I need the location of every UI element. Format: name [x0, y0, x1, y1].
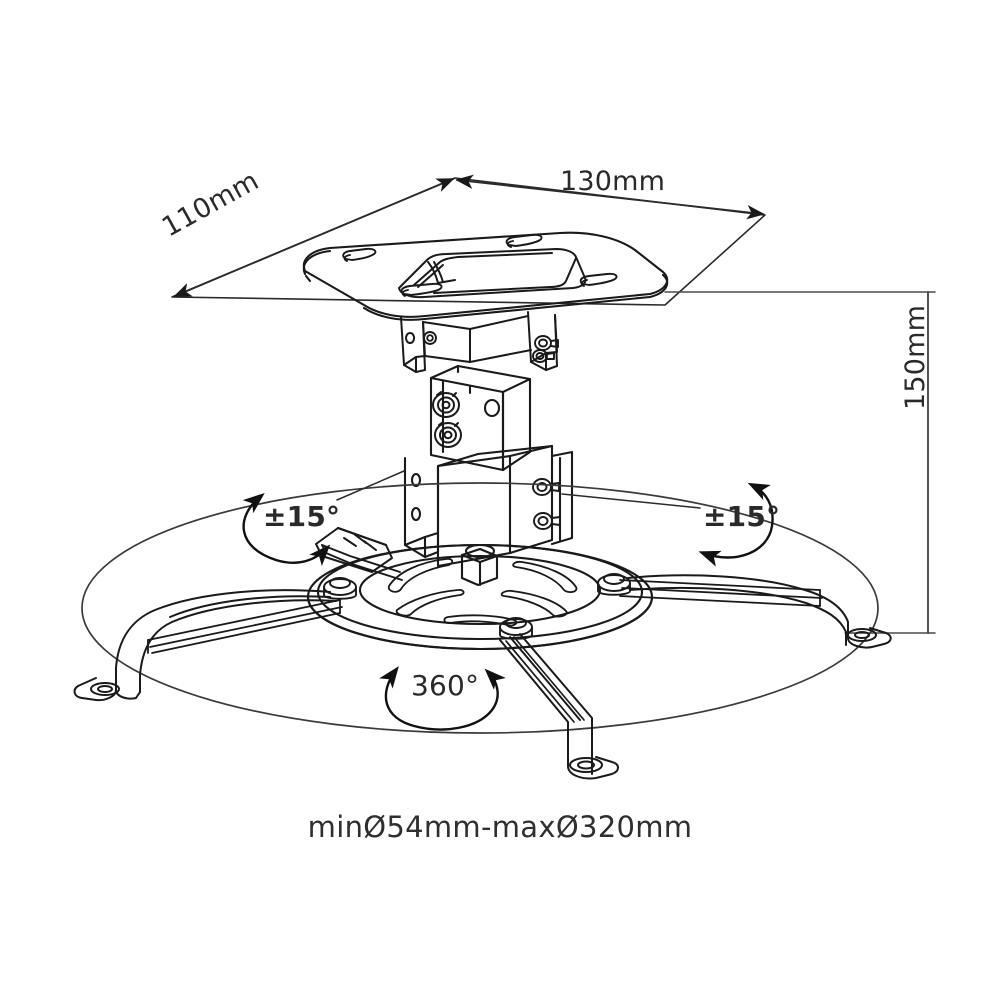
tilt-adjustment-bracket [403, 444, 574, 568]
rear-bracket [315, 527, 393, 573]
rotation-disc [306, 543, 654, 651]
disc-bolt-boss [597, 573, 631, 596]
projector-arm-rail-left [147, 599, 343, 654]
bolt-head [534, 335, 559, 351]
dimension-frame-top [171, 177, 766, 306]
max-diameter-circle [81, 482, 879, 734]
projector-arm-right [627, 574, 892, 649]
plate-slot-hole [342, 247, 377, 262]
tilt-right-leader [561, 493, 701, 509]
dimension-line-130mm [455, 174, 765, 220]
dimension-line-110mm [173, 178, 455, 297]
center-hex-nut [460, 543, 499, 587]
bolt-head [533, 512, 561, 530]
plate-center-boss [398, 248, 587, 299]
projector-arm-rear [321, 544, 403, 581]
diameter-range-caption: minØ54mm-maxØ320mm [307, 810, 693, 844]
bolt-head [423, 331, 437, 345]
projector-arm-rail-front [505, 636, 585, 723]
disc-bolt-boss [323, 577, 357, 600]
disc-slot [387, 557, 578, 627]
tilt-angle-label-right: ±15° [703, 500, 781, 533]
rotation-arc [379, 666, 506, 731]
plate-slot-hole [505, 233, 543, 248]
tilt-right-arc [698, 482, 774, 567]
ceiling-mounting-plate [302, 231, 669, 321]
adjustment-knob [434, 421, 462, 448]
adjustment-knob [432, 391, 460, 418]
projector-arm-left [73, 589, 337, 702]
projector-arm-rail-right [619, 579, 823, 607]
plate-slot-hole [400, 282, 443, 297]
dimension-label-height: 150mm [900, 304, 931, 410]
dimension-label-width: 130mm [560, 166, 666, 197]
bolt-head [532, 349, 555, 363]
swivel-angle-label: 360° [411, 669, 480, 702]
projector-arm-front [499, 633, 619, 780]
bolt-head [532, 478, 560, 496]
tilt-left-arc [242, 492, 331, 567]
tilt-angle-label-left: ±15° [263, 500, 341, 533]
tilt-left-leader [336, 470, 405, 501]
